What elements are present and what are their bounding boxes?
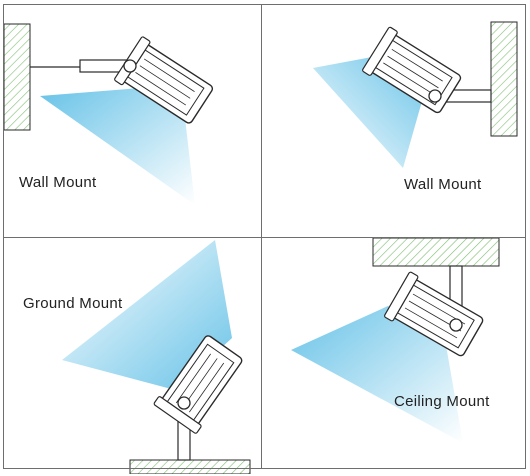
panel-wall-mount-right: Wall Mount bbox=[263, 0, 526, 236]
wall-hatch bbox=[3, 23, 31, 131]
pivot bbox=[123, 59, 137, 73]
flood-light bbox=[384, 271, 484, 357]
ground-mount-illustration bbox=[62, 240, 251, 474]
panel-wall-mount-left: Wall Mount bbox=[0, 0, 263, 236]
wall-mount-right-illustration bbox=[313, 21, 518, 168]
panel-label: Ground Mount bbox=[23, 295, 123, 312]
wall-hatch bbox=[490, 21, 518, 137]
light-beam bbox=[291, 306, 463, 443]
panel-label: Wall Mount bbox=[19, 174, 97, 191]
pivot bbox=[177, 396, 191, 410]
vertical-divider bbox=[261, 4, 262, 469]
light-beam bbox=[40, 88, 195, 205]
ceiling-hatch bbox=[372, 238, 500, 267]
light-beam bbox=[62, 240, 232, 390]
ceiling-mount-illustration bbox=[291, 238, 500, 443]
panel-label: Ceiling Mount bbox=[394, 393, 490, 410]
panel-label: Wall Mount bbox=[404, 176, 482, 193]
pivot bbox=[449, 318, 463, 332]
panel-ceiling-mount: Ceiling Mount bbox=[263, 238, 526, 474]
wall-mount-left-illustration bbox=[3, 23, 214, 205]
horizontal-divider bbox=[3, 237, 526, 238]
panel-ground-mount: Ground Mount bbox=[0, 238, 263, 474]
pivot bbox=[428, 89, 442, 103]
ground-hatch bbox=[129, 459, 251, 474]
